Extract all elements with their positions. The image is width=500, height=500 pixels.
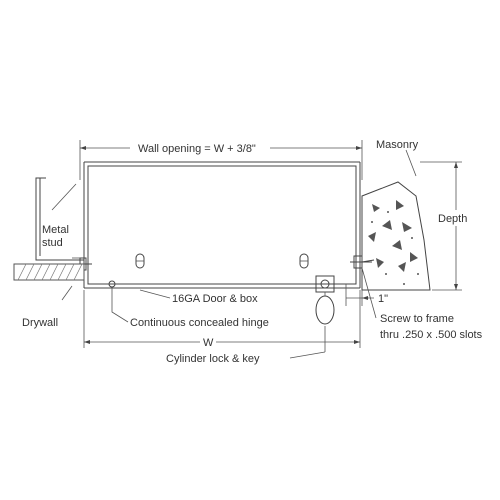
door-box xyxy=(83,161,361,289)
door-box-callout: 16GA Door & box xyxy=(139,289,258,305)
wall-opening-dimension: Wall opening = W + 3/8" xyxy=(79,140,363,180)
masonry-label: Masonry xyxy=(376,139,419,151)
one-inch-dimension: 1" xyxy=(345,284,388,306)
cylinder-label: Cylinder lock & key xyxy=(166,353,260,365)
drywall: Drywall xyxy=(13,263,85,329)
width-label: W xyxy=(203,337,214,349)
metal-label: Metal xyxy=(42,224,69,236)
door-box-label: 16GA Door & box xyxy=(172,293,258,305)
screw-callout: Screw to frame thru .250 x .500 slots xyxy=(361,267,483,341)
screw-label-2: thru .250 x .500 slots xyxy=(380,329,483,341)
hinge-label: Continuous concealed hinge xyxy=(130,317,269,329)
cylinder-lock: Cylinder lock & key xyxy=(166,275,335,365)
metal-stud: Metal stud xyxy=(35,177,92,271)
width-dimension: W xyxy=(83,290,361,349)
right-screw xyxy=(350,255,375,269)
stud-label: stud xyxy=(42,237,63,249)
wall-opening-label: Wall opening = W + 3/8" xyxy=(138,143,256,155)
screw-label-1: Screw to frame xyxy=(380,313,454,325)
depth-label: Depth xyxy=(438,213,467,225)
drywall-label: Drywall xyxy=(22,317,58,329)
depth-dimension: Depth xyxy=(420,161,467,291)
masonry: Masonry xyxy=(361,139,431,291)
one-inch-label: 1" xyxy=(378,293,388,305)
continuous-hinge: Continuous concealed hinge xyxy=(108,280,269,329)
